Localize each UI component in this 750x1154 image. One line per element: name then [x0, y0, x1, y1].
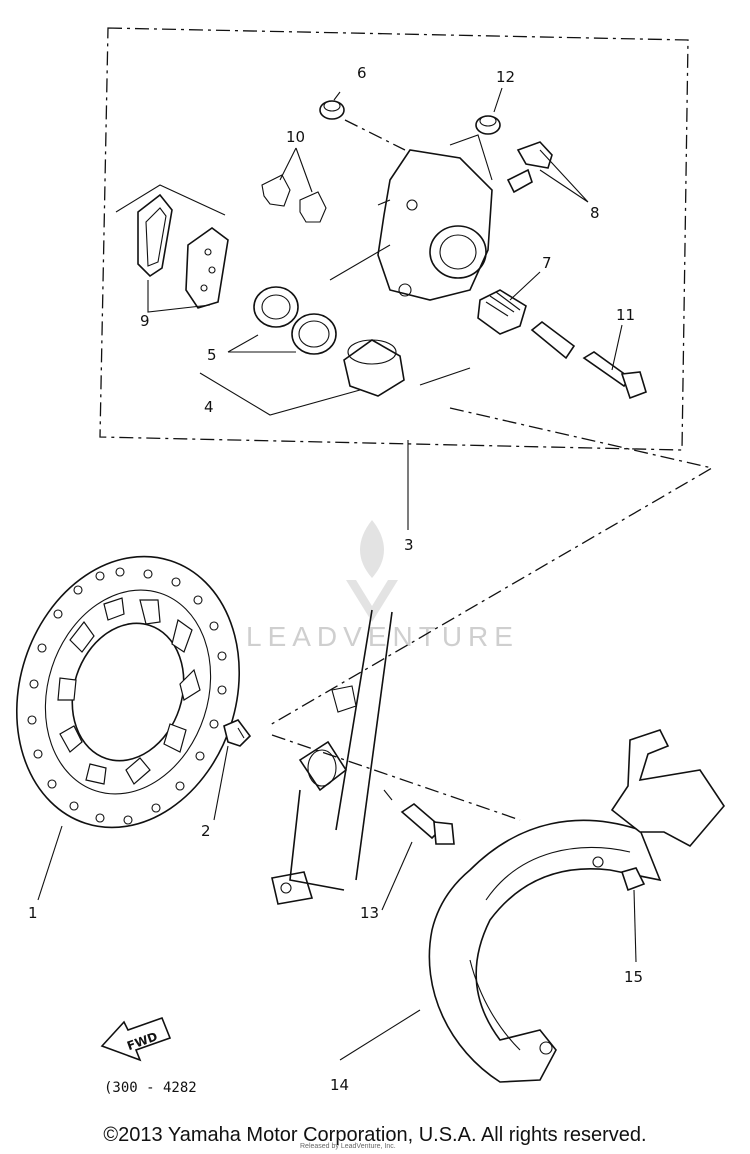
callout-5: 5	[207, 346, 217, 364]
callout-14: 14	[330, 1076, 349, 1094]
callouts: 6 12 10 8 7 11 9 5 4 3 2 1 13 15 14	[28, 64, 643, 1094]
copyright-notice: ©2013 Yamaha Motor Corporation, U.S.A. A…	[103, 1124, 647, 1146]
caliper-bolt	[582, 351, 647, 400]
piston-boot	[477, 289, 527, 335]
callout-10: 10	[286, 128, 305, 146]
callout-7: 7	[542, 254, 552, 272]
watermark-text: LEADVENTURE	[246, 621, 519, 652]
piston-seals	[253, 286, 337, 355]
pad-clips	[261, 174, 327, 223]
fork-leg	[271, 609, 393, 905]
cap	[449, 115, 501, 181]
drawing-code: (300 - 4282	[104, 1080, 197, 1096]
brake-pads	[115, 184, 229, 309]
cover-screw	[620, 867, 646, 963]
caliper-body	[329, 149, 493, 301]
release-note: Released by LeadVenture, Inc.	[300, 1143, 396, 1150]
fwd-arrow: FWD	[100, 1016, 172, 1062]
callout-13: 13	[360, 904, 379, 922]
caliper-assembly-boundary	[99, 27, 689, 451]
disc-holes	[27, 567, 227, 825]
callout-3: 3	[404, 536, 414, 554]
caliper-pin	[530, 320, 576, 360]
callout-8: 8	[590, 204, 600, 222]
callout-1: 1	[28, 904, 38, 922]
disc-slots	[57, 597, 201, 785]
disc-cover	[339, 729, 726, 1083]
callout-12: 12	[496, 68, 515, 86]
piston	[343, 339, 471, 397]
callout-11: 11	[616, 306, 635, 324]
watermark: LEADVENTURE	[246, 520, 519, 652]
callout-4: 4	[204, 398, 214, 416]
callout-6: 6	[357, 64, 367, 82]
bleed-cap	[319, 100, 406, 151]
callout-15: 15	[624, 968, 643, 986]
leader-lines	[147, 87, 714, 821]
axle-bolt	[381, 802, 455, 911]
callout-9: 9	[140, 312, 150, 330]
leader-disc	[37, 825, 63, 901]
callout-2: 2	[201, 822, 211, 840]
bleed-screw	[506, 141, 553, 194]
disc-bolt	[213, 719, 252, 821]
brake-disc	[15, 555, 241, 829]
